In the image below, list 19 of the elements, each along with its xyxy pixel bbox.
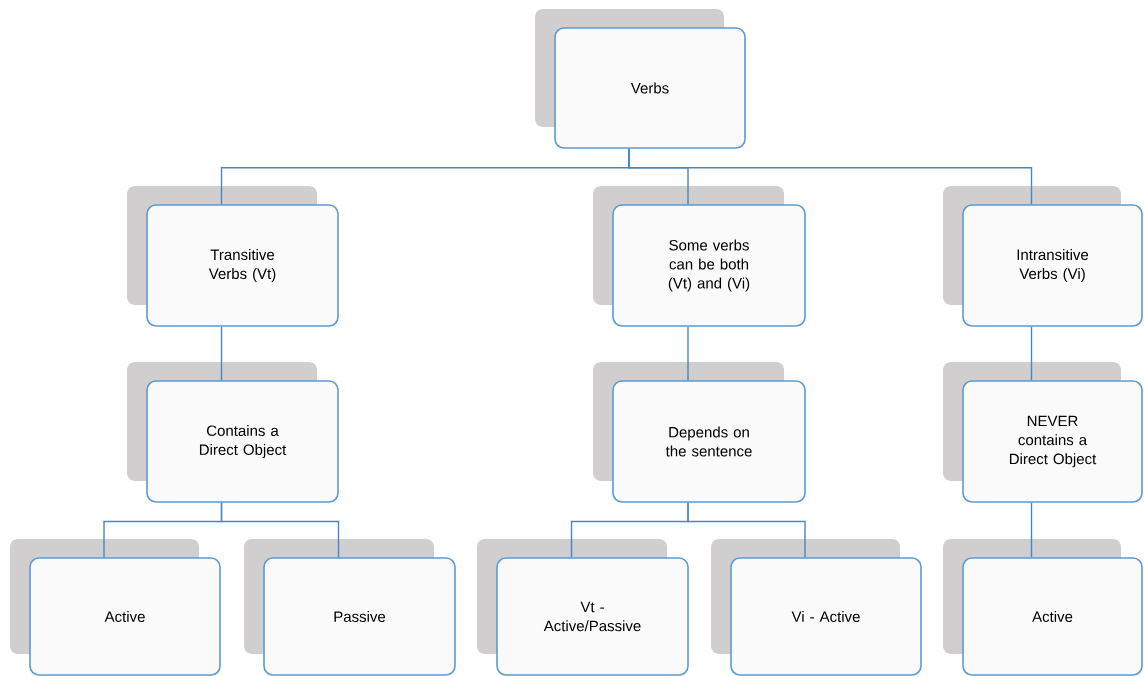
process-box: Intransitive Verbs (Vi) [943,186,1143,327]
connector-line [1030,502,1033,558]
process-box: Active [943,539,1143,676]
process-box: Vi - Active [711,539,922,676]
process-box: Some verbs can be both (Vt) and (Vi) [593,186,806,327]
process-box: Verbs [535,9,746,149]
connector-line [628,148,1033,205]
connector-line [1030,326,1033,381]
process-box: Passive [244,539,456,676]
process-box: Vt - Active/Passive [477,539,689,676]
process-box: Transitive Verbs (Vt) [127,186,339,327]
process-box: Active [10,539,221,676]
connector-line [687,502,806,558]
connector-line [220,326,223,381]
process-box: Depends on the sentence [593,362,806,503]
process-box: Contains a Direct Object [127,362,339,503]
process-box: NEVER contains a Direct Object [943,362,1143,503]
connector-line [687,326,689,381]
connector-line [220,502,340,558]
